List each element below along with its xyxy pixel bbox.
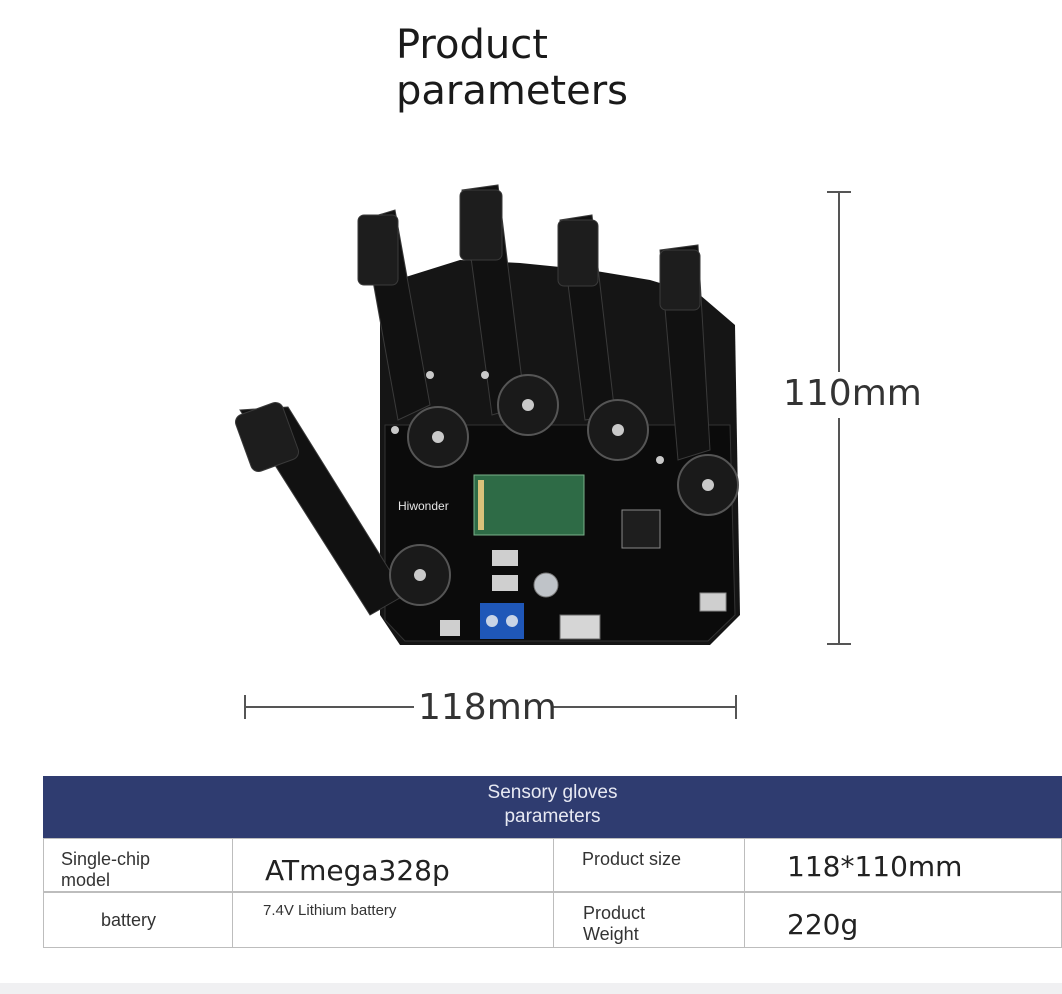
label-product-weight: Product Weight [583, 903, 645, 945]
title-line-1: Product [396, 22, 548, 68]
microcontroller-chip [621, 509, 661, 549]
height-label-background [800, 372, 920, 418]
table-cell-value: 220g [744, 892, 1062, 948]
height-dimension-label: 110mm [783, 373, 922, 414]
label-line-1: Product [583, 903, 646, 923]
width-dimension-cap-left [244, 695, 246, 719]
table-cell-value: ATmega328p [232, 838, 554, 892]
width-dimension-label: 118mm [418, 687, 557, 728]
parameters-table: Sensory gloves parameters Single-chip mo… [43, 776, 1062, 948]
servo-knobs [389, 374, 739, 606]
table-cell-label: battery [43, 892, 233, 948]
title-line-2: parameters [396, 68, 629, 114]
capacitor [533, 572, 559, 598]
label-battery: battery [101, 910, 157, 930]
width-dimension-cap-right [735, 695, 737, 719]
value-product-weight: 220g [787, 908, 859, 941]
height-dimension-cap-bottom [827, 643, 851, 645]
power-switch [559, 614, 601, 640]
label-line-2: Weight [583, 924, 639, 944]
bluetooth-module [473, 474, 585, 536]
finger-middle [459, 184, 526, 416]
label-single-chip: Single-chip model [61, 849, 150, 891]
label-line-2: model [61, 870, 111, 890]
table-header-line-1: Sensory gloves [487, 782, 618, 803]
width-label-background [414, 688, 552, 728]
board-button [440, 620, 460, 636]
value-battery: 7.4V Lithium battery [263, 902, 397, 919]
table-cell-label: Single-chip model [43, 838, 233, 892]
table-header: Sensory gloves parameters [43, 776, 1062, 838]
finger-index [357, 209, 431, 421]
height-dimension-cap-top [827, 191, 851, 193]
table-header-line-2: parameters [504, 806, 601, 827]
table-cell-label: Product Weight [553, 892, 745, 948]
brand-logo: Hiwonder [398, 499, 449, 513]
value-product-size: 118*110mm [787, 850, 963, 883]
finger-thumb [235, 402, 406, 616]
finger-little [659, 244, 711, 461]
module-pins [478, 480, 484, 530]
table-cell-value: 7.4V Lithium battery [232, 892, 554, 948]
height-dimension-line [838, 192, 840, 645]
bottom-divider [0, 983, 1062, 994]
usb-port [699, 592, 727, 612]
page-title: Product parameters [396, 22, 716, 114]
table-cell-label: Product size [553, 838, 745, 892]
table-cell-value: 118*110mm [744, 838, 1062, 892]
screws [391, 371, 714, 581]
robotic-hand-image: Hiwonder [235, 184, 740, 645]
label-line-1: Single-chip [61, 849, 151, 869]
label-product-size: Product size [582, 849, 682, 869]
finger-ring [557, 214, 616, 421]
value-chip-model: ATmega328p [265, 854, 450, 887]
